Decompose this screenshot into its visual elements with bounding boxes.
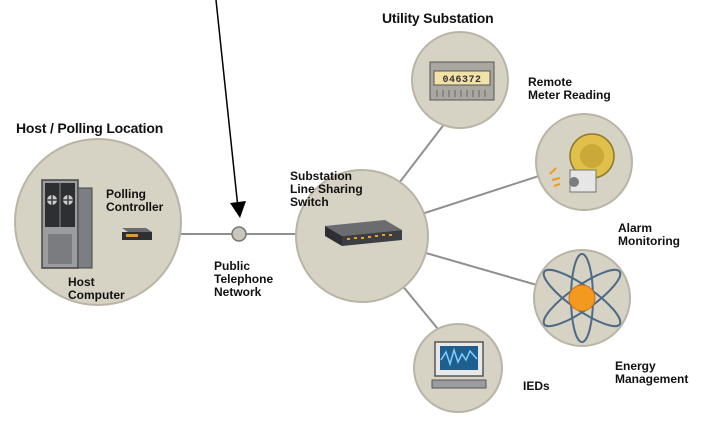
monitor-icon <box>431 341 487 389</box>
heading-host-polling-location: Host / Polling Location <box>16 120 164 136</box>
label-ieds: IEDs <box>523 379 550 393</box>
label-alarm-monitoring: Alarm Monitoring <box>618 221 680 248</box>
energy-circle <box>533 249 631 347</box>
label-public-telephone-network: Public Telephone Network <box>214 259 274 299</box>
label-host-computer: Host Computer <box>68 275 125 302</box>
heading-utility-substation: Utility Substation <box>382 10 494 26</box>
telephone-network-node <box>231 226 247 242</box>
ieds-circle <box>413 323 503 413</box>
label-polling-controller: Polling Controller <box>106 187 164 214</box>
label-energy-management: Energy Management <box>615 359 689 386</box>
alarm-bell-icon <box>549 133 615 193</box>
meter-icon: 046372 <box>429 61 495 101</box>
host-computer-icon <box>41 179 93 269</box>
meter-digits: 046372 <box>442 75 481 86</box>
label-remote-meter-reading: Remote Meter Reading <box>528 75 611 102</box>
line-sharing-switch-icon <box>325 220 402 246</box>
label-substation-switch: Substation Line Sharing Switch <box>290 169 363 209</box>
atom-core <box>568 284 596 312</box>
polling-controller-icon <box>122 228 152 240</box>
pointer-arrow <box>215 0 246 218</box>
alarm-circle <box>535 113 633 211</box>
meter-reading-circle: 046372 <box>411 31 509 129</box>
